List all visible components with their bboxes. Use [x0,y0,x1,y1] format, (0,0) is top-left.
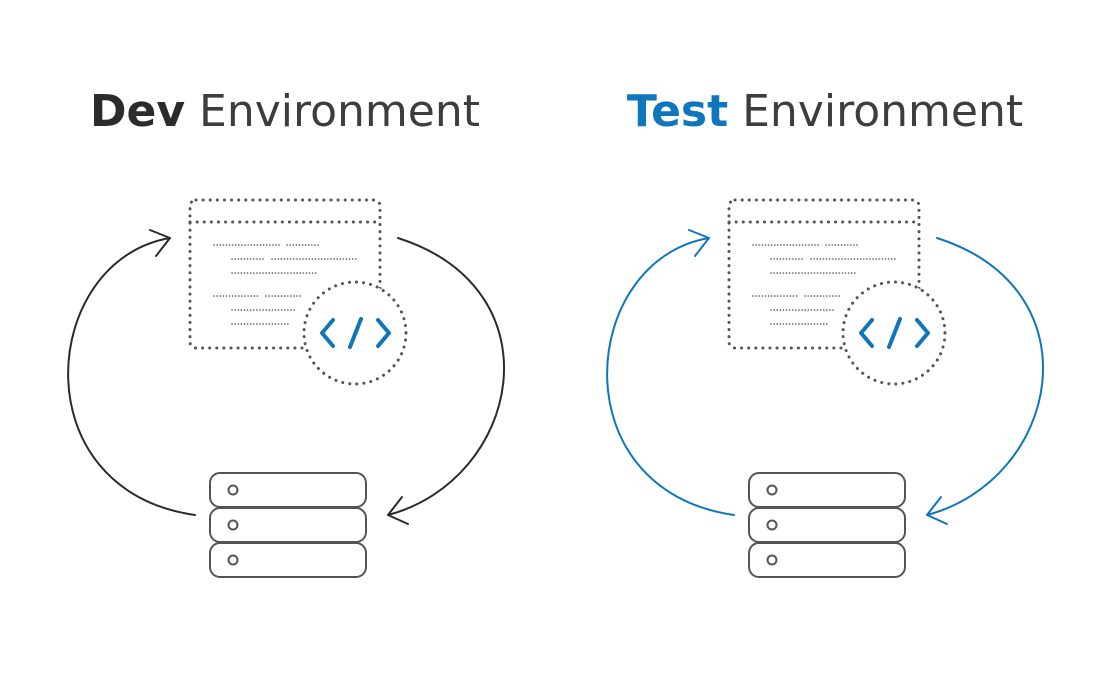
test-title-rest: Environment [728,86,1024,137]
test-environment-diagram [606,198,1044,579]
dev-title-bold: Dev [90,86,186,137]
dev-cycle-arrows [67,229,505,525]
test-cycle-arrows [606,229,1044,525]
test-environment-title: Test Environment [595,82,1055,142]
dev-environment-title: Dev Environment [55,82,515,142]
test-title-bold: Test [626,86,729,137]
dev-environment-diagram [67,198,505,579]
dev-title-rest: Environment [185,86,480,137]
